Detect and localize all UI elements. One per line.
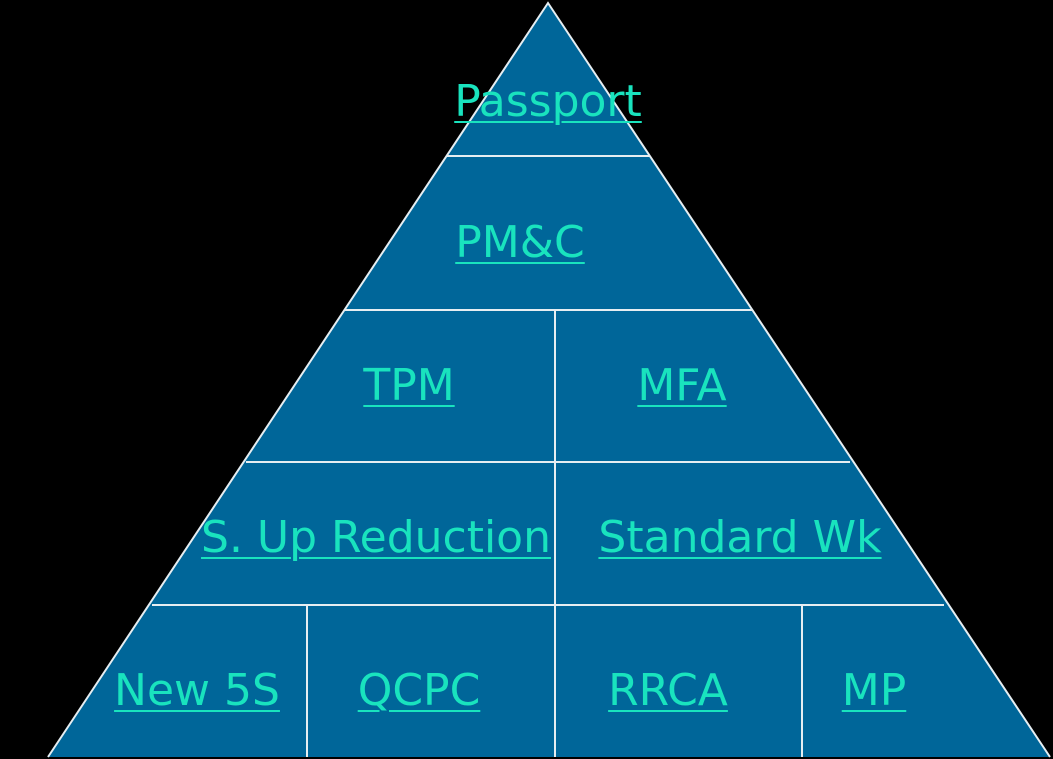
link-rrca[interactable]: RRCA — [608, 665, 728, 716]
link-new-5s[interactable]: New 5S — [114, 665, 280, 716]
link-setup-reduction[interactable]: S. Up Reduction — [201, 512, 551, 563]
link-tpm[interactable]: TPM — [363, 360, 455, 411]
link-qcpc[interactable]: QCPC — [357, 665, 481, 716]
pyramid-shape — [48, 3, 1050, 757]
pyramid-dividers — [47, 1, 1051, 758]
link-passport[interactable]: Passport — [454, 76, 642, 127]
pyramid-outline — [47, 1, 1051, 758]
link-mp[interactable]: MP — [841, 665, 907, 716]
link-pmc[interactable]: PM&C — [455, 217, 585, 268]
link-standard-work[interactable]: Standard Wk — [598, 512, 882, 563]
link-mfa[interactable]: MFA — [637, 360, 727, 411]
